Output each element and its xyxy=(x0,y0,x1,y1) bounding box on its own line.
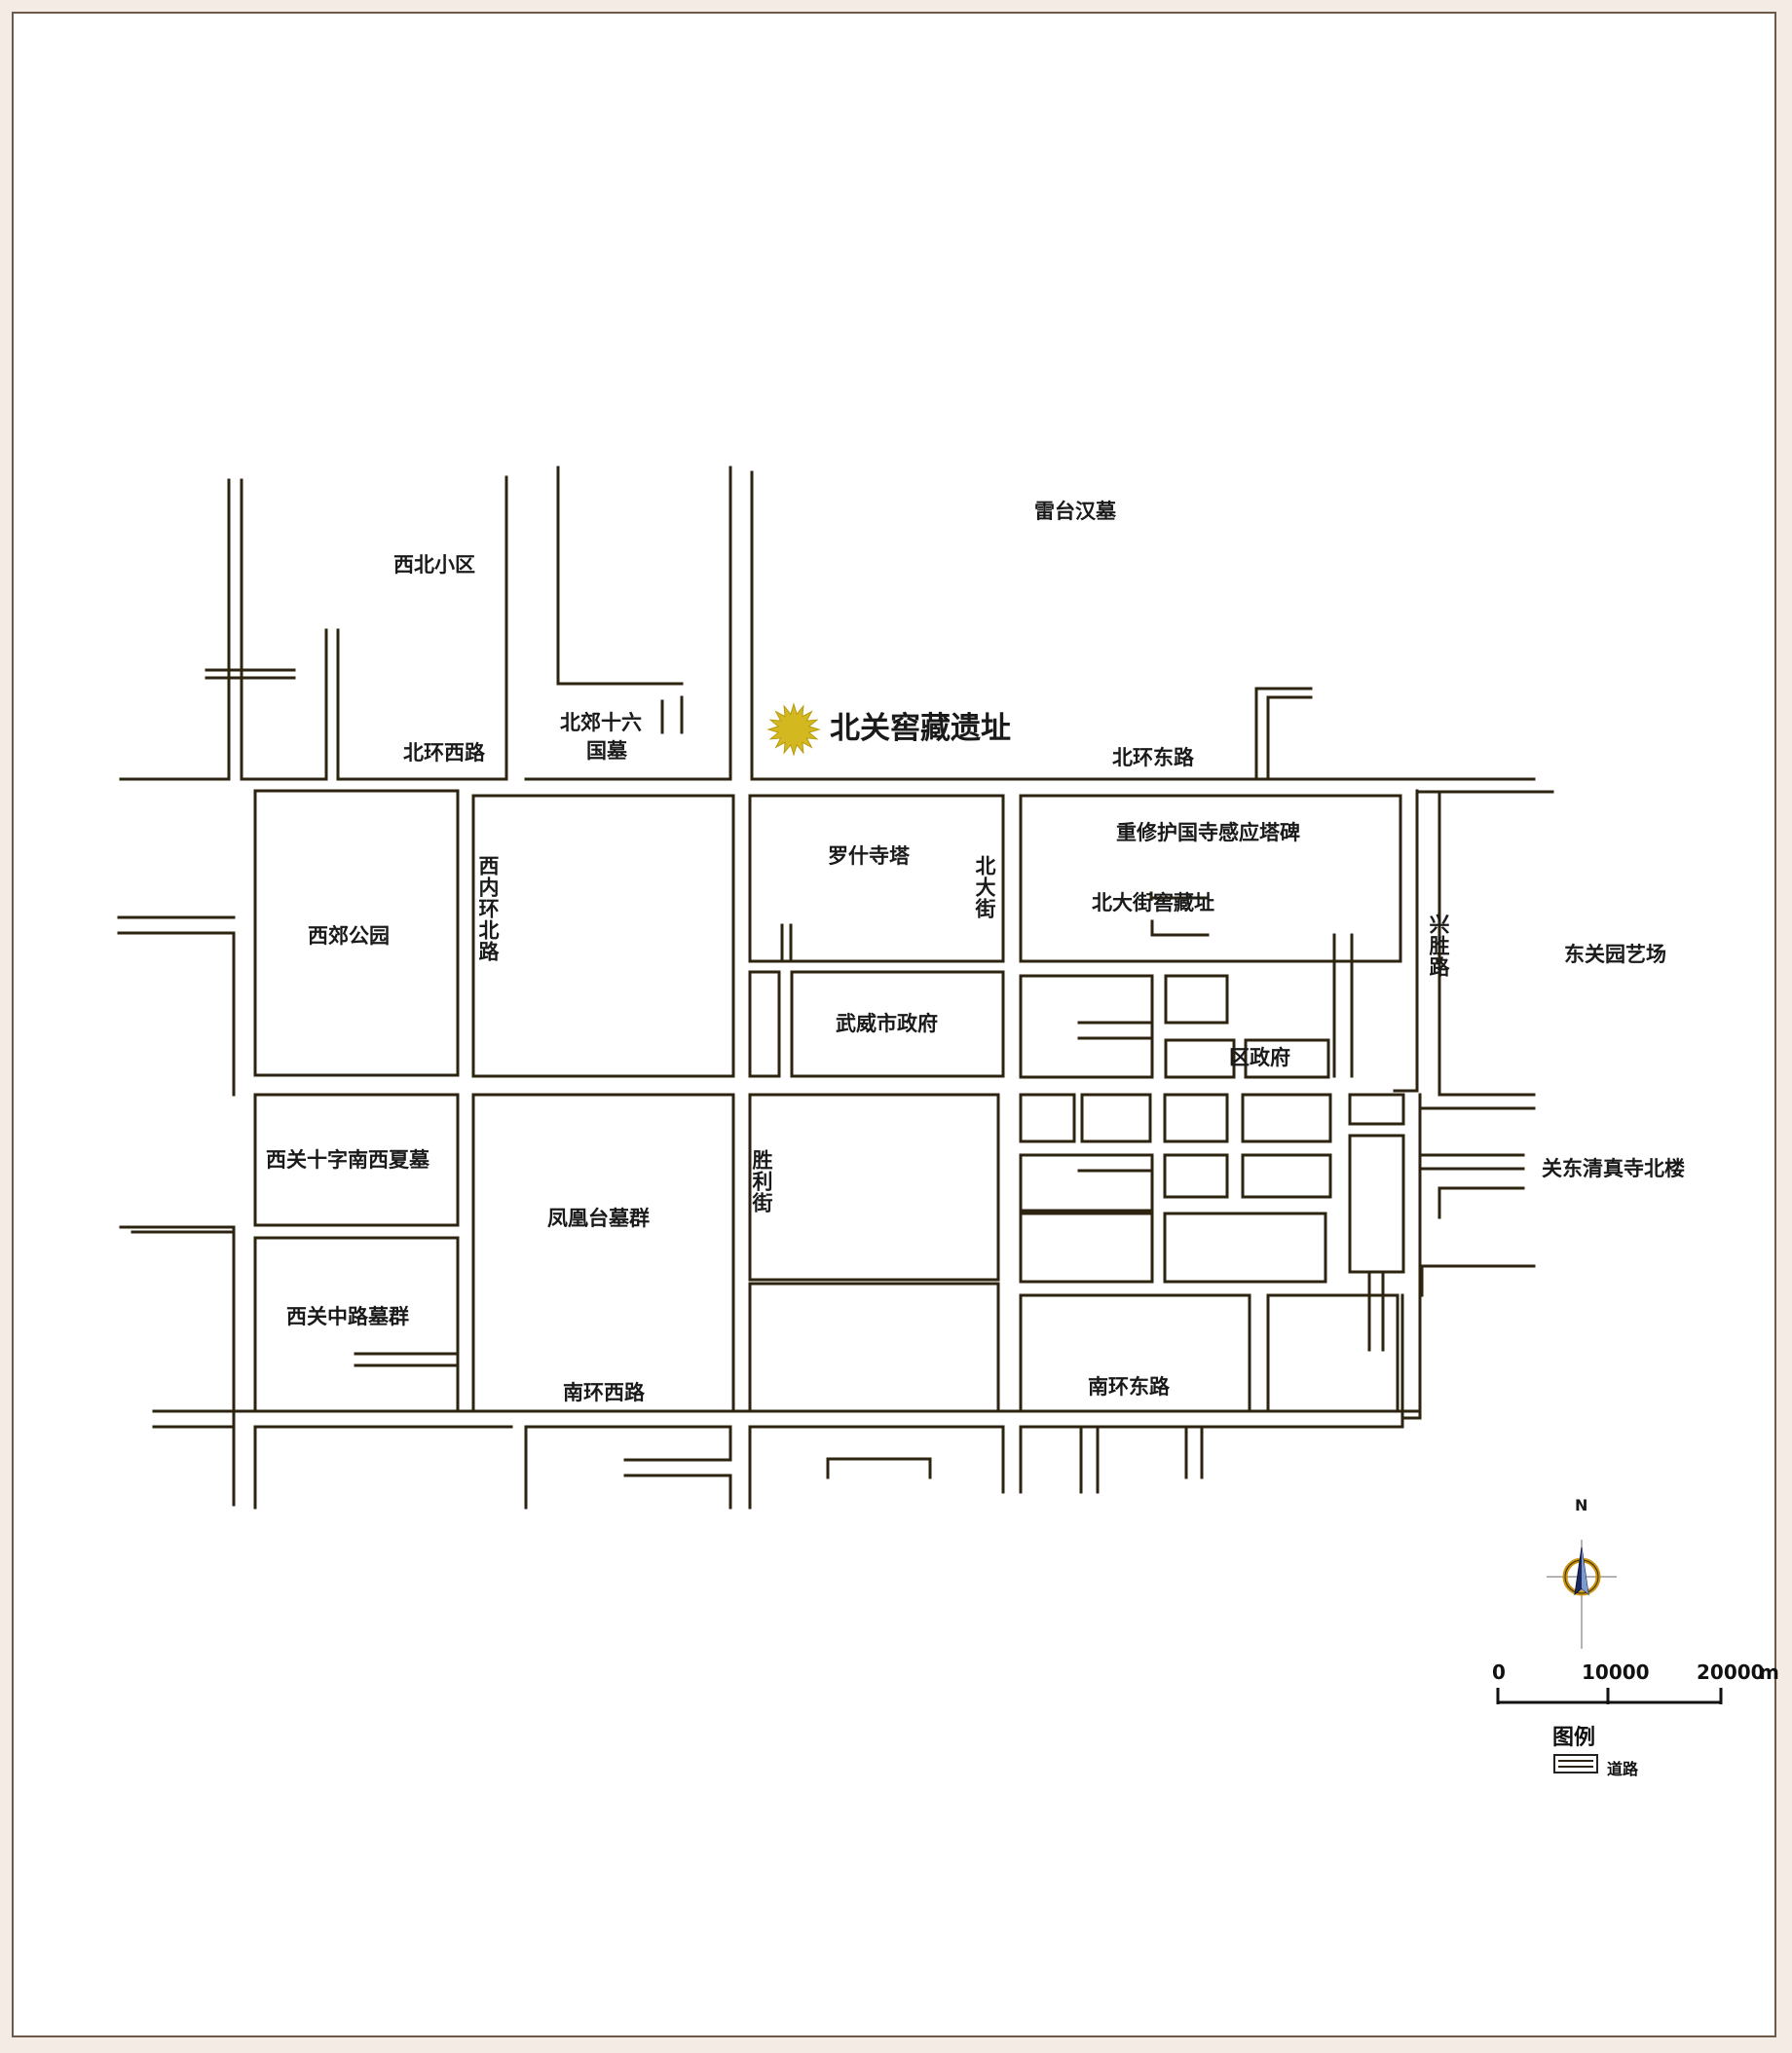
block-shengli-jie xyxy=(748,1093,1000,1282)
label-bei-dajie-jiaocang: 北大街窖藏址 xyxy=(1092,891,1214,915)
nanhuan-road xyxy=(748,1425,1005,1494)
block-south-east xyxy=(1266,1293,1400,1413)
beihuan-xilu-edge xyxy=(119,478,231,781)
scale-tick-2: 20000 xyxy=(1697,1661,1765,1684)
block-chongxiu xyxy=(1019,794,1402,963)
label-beihuan-donglu: 北环东路 xyxy=(1112,746,1194,769)
label-guandong-qingzhensi: 关东清真寺北楼 xyxy=(1542,1157,1685,1180)
scale-tick-1: 10000 xyxy=(1582,1661,1650,1684)
label-luoshi-sita: 罗什寺塔 xyxy=(828,844,910,868)
block-east-3 xyxy=(1164,1038,1236,1079)
block-xi-neihuan xyxy=(471,794,735,1078)
block-east-tall xyxy=(1348,1134,1405,1274)
label-xiguan-zhonglu: 西关中路墓群 xyxy=(286,1305,409,1328)
legend-title: 图例 xyxy=(1552,1726,1596,1750)
block-xiguan-shizi xyxy=(253,1093,460,1227)
label-beijiao-16-line2: 国墓 xyxy=(586,739,627,763)
label-shengli-jie: 胜利街 xyxy=(750,1149,773,1213)
side-road xyxy=(1149,891,1210,900)
label-nanhuan-xilu: 南环西路 xyxy=(563,1381,645,1404)
scale-bar xyxy=(1496,1688,1723,1704)
block-east-1 xyxy=(1019,974,1154,1079)
label-xiguan-shizi: 西关十字南西夏墓 xyxy=(266,1148,429,1172)
xingsheng-lu-south xyxy=(1400,1293,1422,1420)
block-row2-d xyxy=(1241,1093,1332,1143)
label-xi-neihuan-beilu: 西内环北路 xyxy=(476,855,500,962)
label-xingsheng-lu: 兴胜路 xyxy=(1427,914,1450,978)
block-row2-c xyxy=(1163,1093,1229,1143)
label-chongxiu-bei: 重修护国寺感应塔碑 xyxy=(1116,821,1300,844)
south-stub xyxy=(623,1474,732,1510)
label-fenghuangtai: 凤凰台墓群 xyxy=(547,1207,650,1230)
side-road xyxy=(1150,919,1210,937)
block-east-2 xyxy=(1164,974,1229,1025)
beihuan-xilu-edge xyxy=(524,466,732,781)
compass-rose-icon xyxy=(1547,1540,1617,1649)
block-row4-b xyxy=(1163,1212,1327,1284)
label-nanhuan-donglu: 南环东路 xyxy=(1088,1375,1170,1399)
beihuan-xilu-edge xyxy=(242,628,328,781)
side-road xyxy=(1266,695,1313,781)
block-east-small xyxy=(1348,1093,1405,1126)
scale-tick-0: 0 xyxy=(1492,1661,1506,1684)
nanhuan-road xyxy=(524,1425,732,1462)
label-bei-dajie: 北大街 xyxy=(973,855,996,919)
block-row3-b xyxy=(1163,1153,1229,1199)
block-qu-zhengfu xyxy=(1244,1038,1330,1079)
site-marker-icon xyxy=(766,702,821,757)
block-south-centre xyxy=(748,1282,1000,1413)
east-curve-road xyxy=(1420,1264,1536,1297)
block-row2-a xyxy=(1019,1093,1076,1143)
label-beijiao-16-line1: 北郊十六 xyxy=(560,711,642,734)
beihuan-xilu-edge xyxy=(336,475,508,781)
label-leitai-hanmu: 雷台汉墓 xyxy=(1034,500,1116,523)
beijiao-road xyxy=(556,466,684,686)
map-frame xyxy=(12,12,1776,2037)
block-fenghuangtai xyxy=(471,1093,735,1413)
label-xijiao-gongyuan: 西郊公园 xyxy=(308,924,390,948)
xingsheng-lu xyxy=(1393,789,1419,1093)
compass-north-label: N xyxy=(1575,1496,1588,1514)
block-row3-a xyxy=(1019,1153,1154,1213)
east-curve-road xyxy=(1437,1186,1525,1219)
lane-block xyxy=(748,970,781,1078)
label-qu-zhengfu: 区政府 xyxy=(1229,1046,1290,1069)
block-row4-a xyxy=(1019,1212,1154,1284)
side-road xyxy=(1254,687,1313,781)
west-cross-road xyxy=(117,931,236,1097)
label-beiguan-site: 北关窖藏遗址 xyxy=(830,711,1011,746)
road-network xyxy=(117,466,1554,1510)
block-xijiao-gongyuan xyxy=(253,789,460,1077)
label-dongguan-yuanyichang: 东关园艺场 xyxy=(1564,943,1666,966)
label-xibei-xiaoqu: 西北小区 xyxy=(393,553,475,577)
block-row2-b xyxy=(1080,1093,1152,1143)
west-lower-road xyxy=(119,1225,236,1507)
block-row3-c xyxy=(1241,1153,1332,1199)
label-beihuan-xilu: 北环西路 xyxy=(403,741,485,765)
label-wuwei-shizhengfu: 武威市政府 xyxy=(836,1012,938,1035)
legend-road-label: 道路 xyxy=(1607,1760,1639,1778)
block-wuwei-shizhengfu xyxy=(790,970,1005,1078)
south-box xyxy=(826,1457,932,1479)
road-symbol-icon xyxy=(1553,1754,1598,1773)
scale-unit: m xyxy=(1759,1661,1779,1684)
block-luoshi-sita xyxy=(748,794,1005,963)
